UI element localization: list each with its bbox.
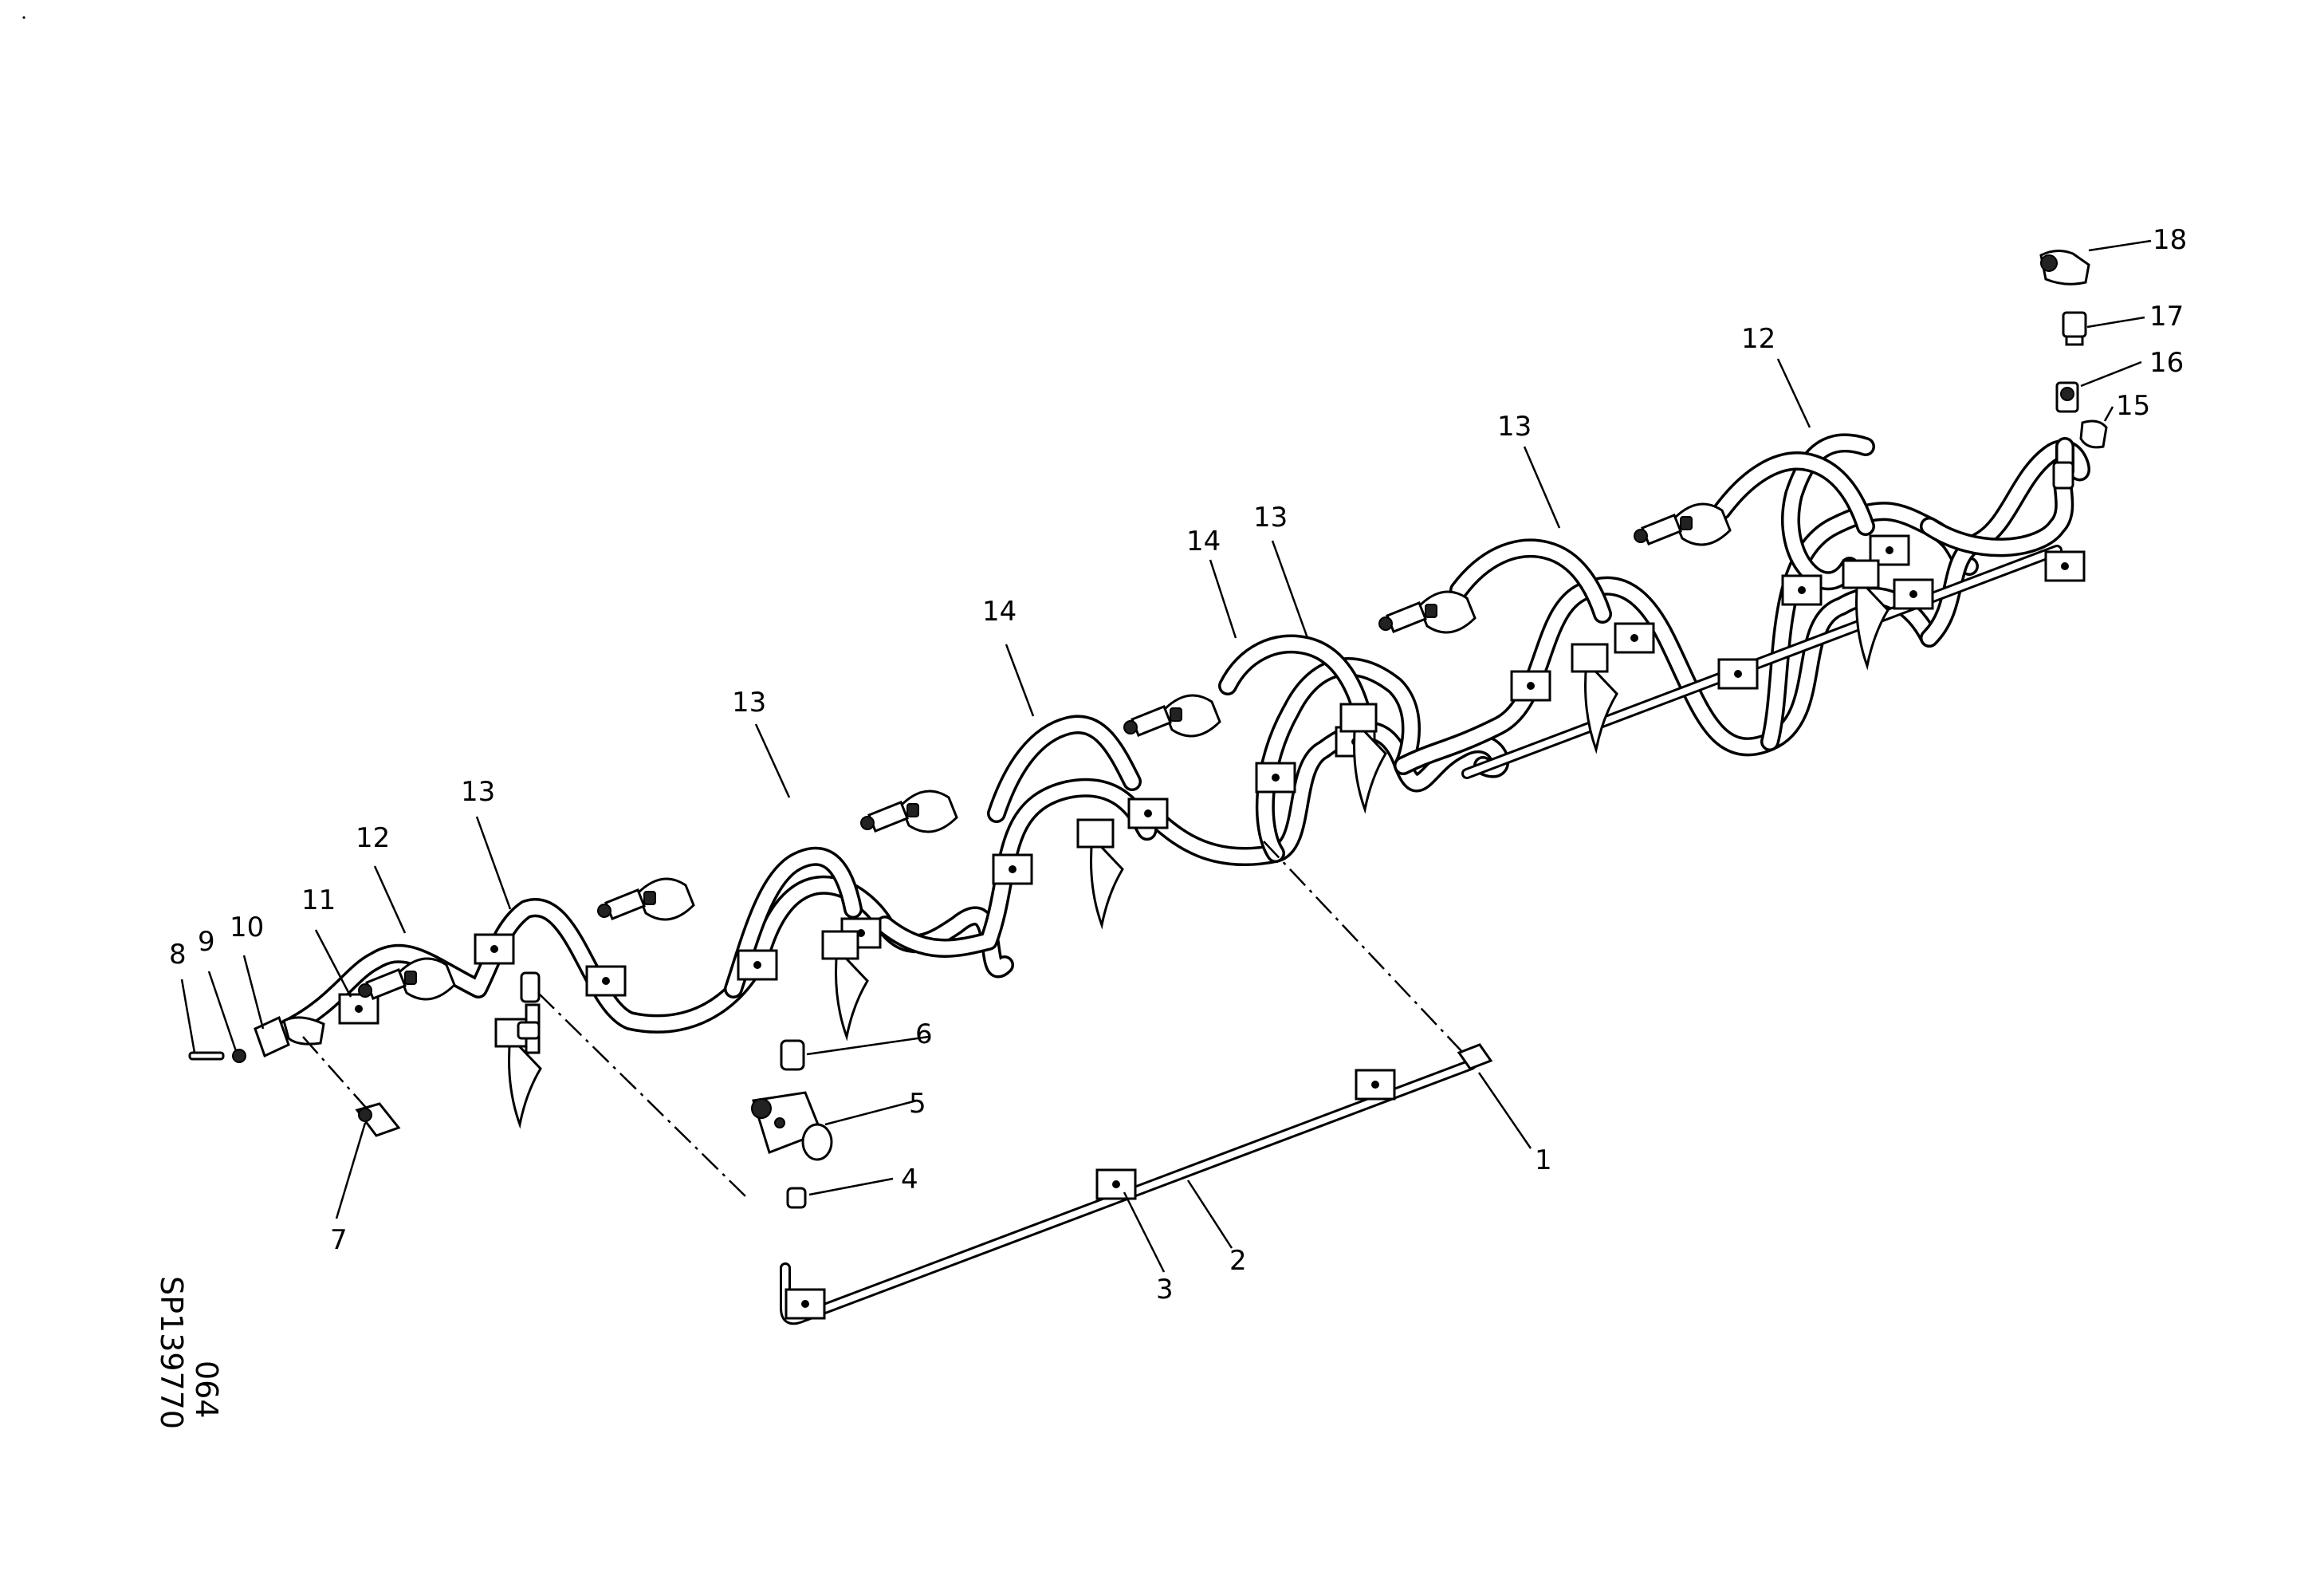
callout-4: 4 [901,1164,918,1195]
callout-3: 3 [1156,1274,1174,1306]
callout-18: 18 [2153,224,2187,256]
centerlines [302,841,1464,1197]
callout-17: 17 [2149,301,2184,333]
callout-5: 5 [909,1088,926,1120]
callout-15: 15 [2116,390,2150,422]
injector-pipe-assembly [277,433,2090,1126]
right-end-fittings [2039,250,2108,490]
callout-6: 6 [915,1018,933,1050]
leader-lines [180,239,2152,1273]
callout-7: 7 [330,1224,348,1256]
callout-13-c: 13 [1253,502,1288,534]
callout-11: 11 [301,884,336,916]
callout-13-b: 13 [732,687,766,719]
callout-1: 1 [1535,1144,1552,1176]
drawing-reference: SP139770 064 [154,1276,224,1429]
delivery-pipe-assembly [355,1039,1493,1325]
drawing-code: SP139770 [154,1276,189,1429]
callout-8: 8 [169,939,187,971]
callout-13-d: 13 [1497,411,1532,443]
callout-12-right: 12 [1741,323,1775,355]
callout-16: 16 [2149,347,2184,379]
left-end-parts [188,1015,325,1063]
callout-9: 9 [198,926,215,958]
callout-13-a: 13 [461,776,495,808]
drawing-sheet: 064 [189,1361,224,1419]
callout-10: 10 [230,912,264,943]
corner-mark [22,16,26,19]
callout-14-a: 14 [982,596,1017,628]
callout-12-left: 12 [356,822,390,854]
callout-14-b: 14 [1186,526,1221,557]
callout-2: 2 [1229,1245,1247,1277]
callout-labels: 1 2 3 4 5 6 7 8 9 10 11 12 12 13 13 13 1… [169,224,2187,1306]
